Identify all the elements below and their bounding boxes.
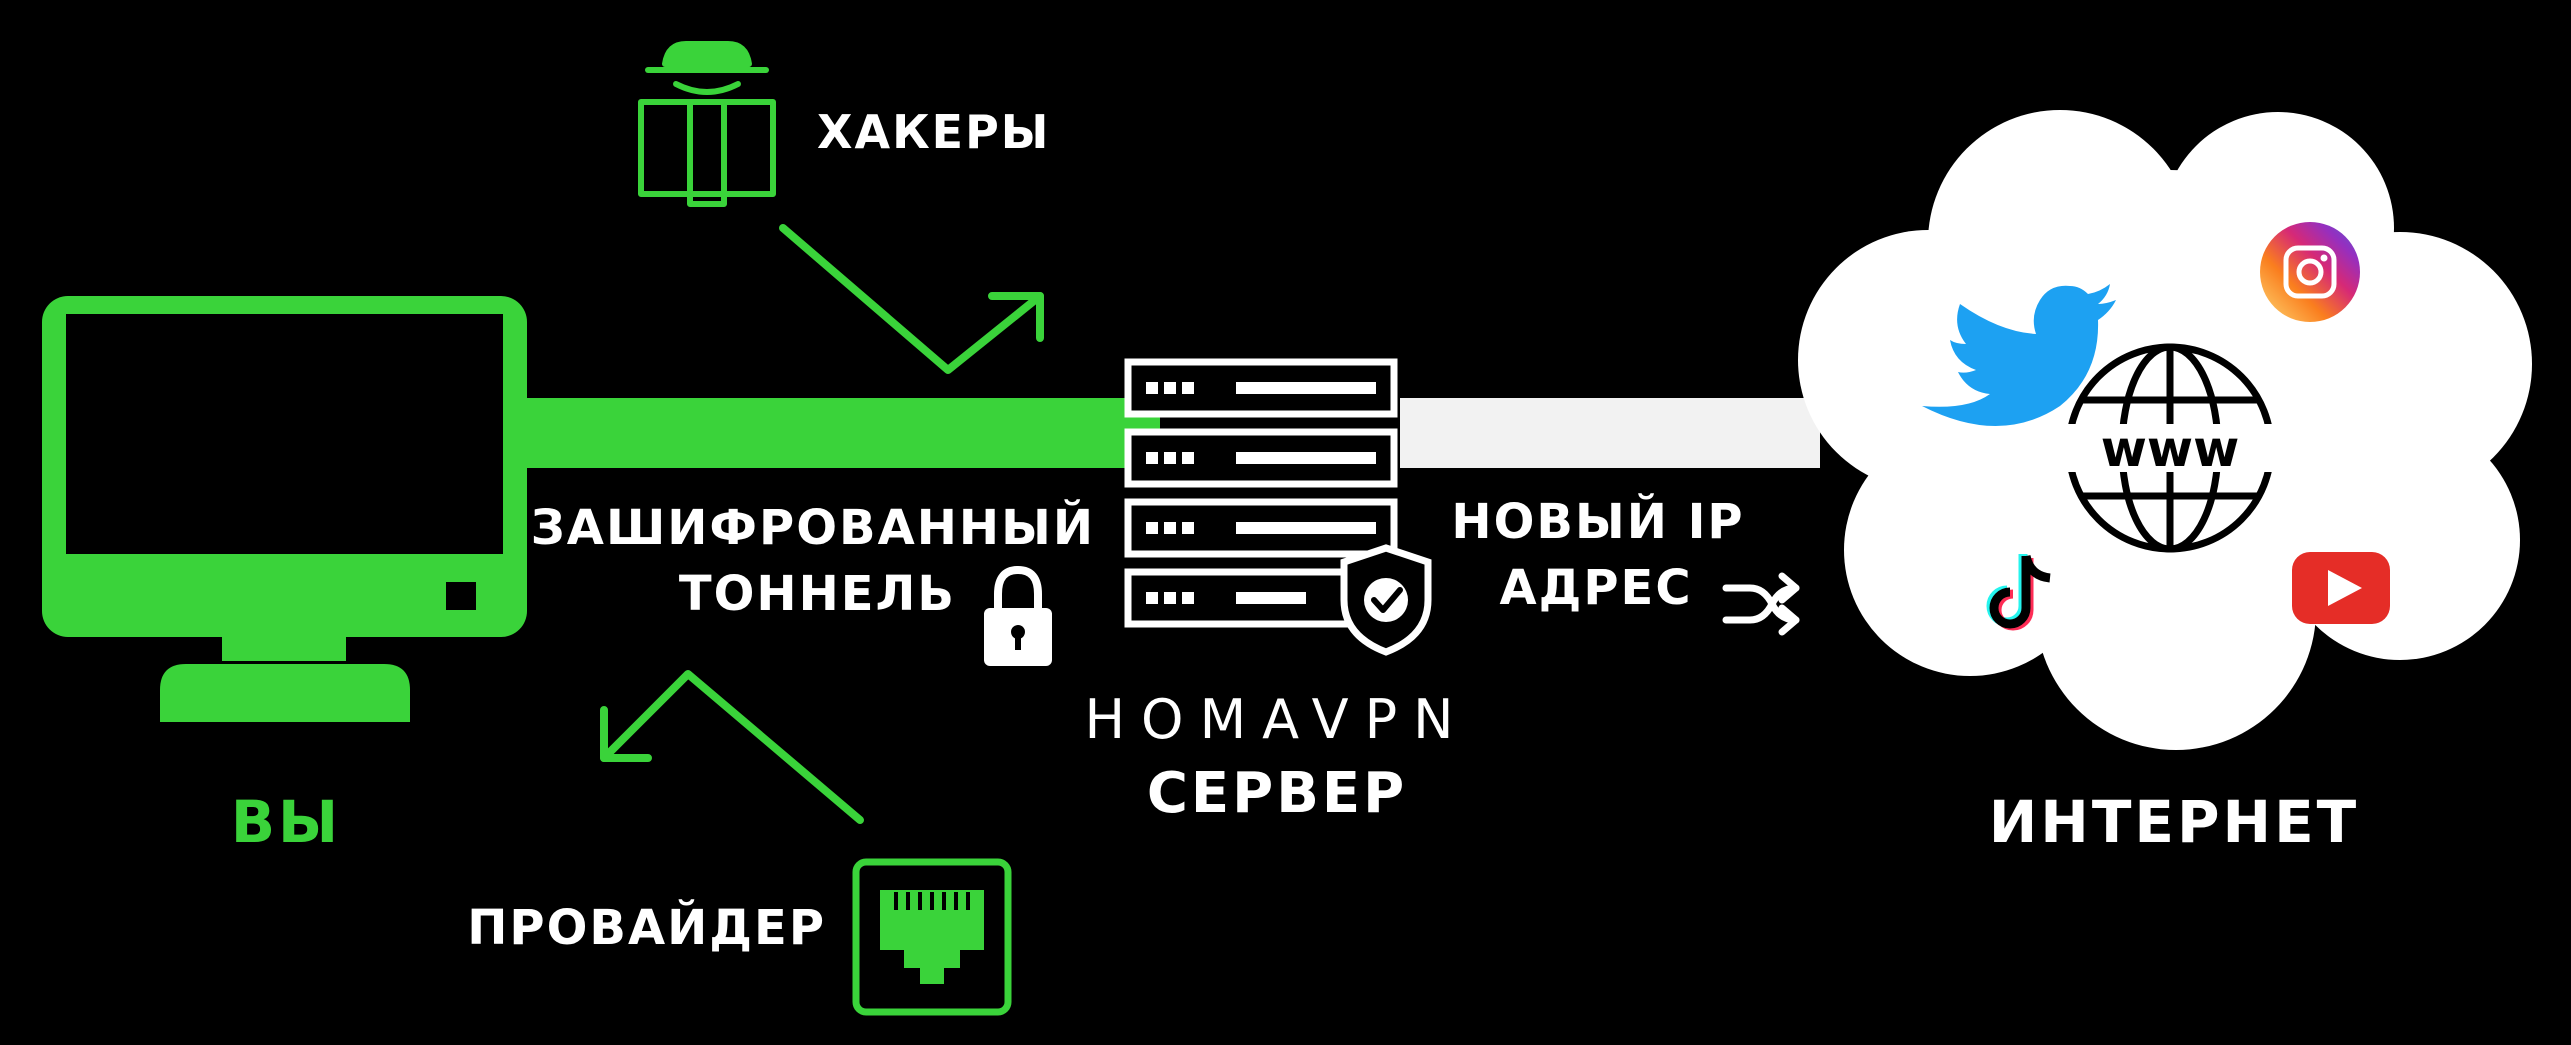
monitor-icon — [42, 296, 527, 722]
tunnel-label-line1: ЗАШИФРОВАННЫЙ — [531, 499, 1095, 556]
shield-check-icon — [1340, 544, 1432, 656]
hackers-label: ХАКЕРЫ — [817, 105, 1050, 159]
provider-deflect-arrow — [600, 670, 864, 824]
ethernet-port-icon — [852, 858, 1012, 1016]
tunnel-label-line2: ТОННЕЛЬ — [679, 566, 956, 622]
twitter-icon — [1922, 284, 2116, 426]
server-label-line1: HOMAVPN — [1084, 688, 1469, 751]
hacker-icon — [638, 41, 776, 207]
instagram-icon — [2260, 222, 2360, 322]
provider-label: ПРОВАЙДЕР — [467, 899, 826, 956]
svg-text:www: www — [2101, 420, 2240, 478]
shuffle-icon — [1722, 572, 1800, 636]
hacker-deflect-arrow — [779, 224, 1044, 374]
tiktok-icon — [1986, 554, 2051, 631]
you-label: ВЫ — [231, 788, 341, 856]
encrypted-tunnel-bar — [520, 398, 1160, 468]
new-ip-label-line1: НОВЫЙ IP — [1451, 493, 1744, 550]
youtube-icon — [2292, 552, 2390, 624]
new-ip-label-line2: АДРЕС — [1499, 560, 1692, 616]
public-connection-bar — [1400, 398, 1820, 468]
lock-icon — [984, 565, 1052, 666]
www-globe-icon: www — [2056, 343, 2284, 553]
server-label-line2: СЕРВЕР — [1147, 761, 1407, 826]
internet-label: ИНТЕРНЕТ — [1989, 788, 2360, 856]
